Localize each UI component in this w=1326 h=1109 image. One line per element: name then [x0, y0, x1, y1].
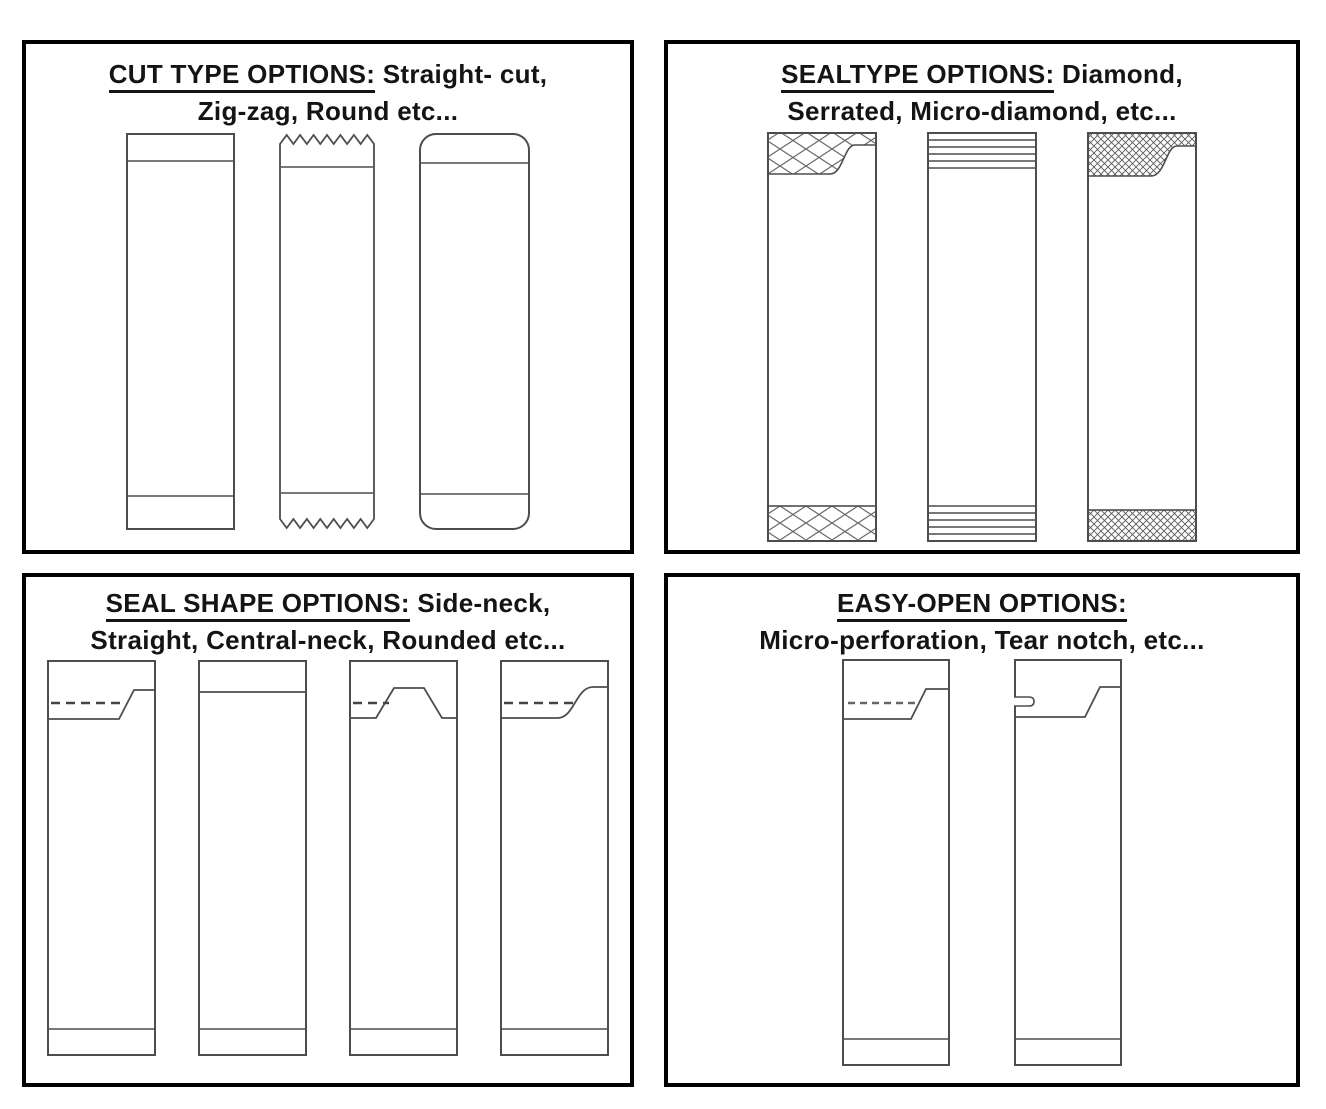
panel-seal-shape-title: SEAL SHAPE OPTIONS: Side-neck, Straight,… — [26, 577, 630, 659]
central-neck-seal-pack-illustration — [349, 660, 458, 1056]
title-underlined: CUT TYPE OPTIONS: — [108, 59, 376, 93]
title-line-2: Straight, Central-neck, Rounded etc... — [90, 625, 566, 655]
title-line-1: EASY-OPEN OPTIONS: — [668, 585, 1296, 622]
tear-notch-pack-illustration — [1014, 659, 1122, 1066]
title-rest: Diamond, — [1054, 59, 1183, 89]
micro-diamond-seal-pack-illustration — [1087, 132, 1197, 542]
micro-perforation-pack-illustration — [842, 659, 950, 1066]
seal-type-illustrations — [668, 132, 1296, 542]
panel-seal-type-options: SEALTYPE OPTIONS: Diamond, Serrated, Mic… — [664, 40, 1300, 554]
title-line-2: Micro-perforation, Tear notch, etc... — [759, 625, 1205, 655]
zig-zag-cut-pack-illustration — [279, 133, 375, 530]
title-line-2: Zig-zag, Round etc... — [197, 96, 459, 126]
straight-cut-pack-illustration — [126, 133, 235, 530]
rounded-seal-pack-illustration — [500, 660, 609, 1056]
panel-cut-type-title: CUT TYPE OPTIONS: Straight- cut, Zig-zag… — [26, 44, 630, 130]
diamond-seal-pack-illustration — [767, 132, 877, 542]
title-rest: Straight- cut, — [375, 59, 548, 89]
title-underlined: SEAL SHAPE OPTIONS: — [105, 588, 410, 622]
round-cut-pack-illustration — [419, 133, 530, 530]
title-line-1: SEALTYPE OPTIONS: Diamond, — [668, 56, 1296, 93]
panel-easy-open-options: EASY-OPEN OPTIONS: Micro-perforation, Te… — [664, 573, 1300, 1087]
title-rest: Side-neck, — [409, 588, 551, 618]
easy-open-illustrations — [668, 659, 1296, 1066]
title-underlined: SEALTYPE OPTIONS: — [781, 59, 1055, 93]
panel-cut-type-options: CUT TYPE OPTIONS: Straight- cut, Zig-zag… — [22, 40, 634, 554]
side-neck-seal-pack-illustration — [47, 660, 156, 1056]
title-line-2: Serrated, Micro-diamond, etc... — [787, 96, 1177, 126]
panel-seal-shape-options: SEAL SHAPE OPTIONS: Side-neck, Straight,… — [22, 573, 634, 1087]
panel-easy-open-title: EASY-OPEN OPTIONS: Micro-perforation, Te… — [668, 577, 1296, 659]
title-line-1: SEAL SHAPE OPTIONS: Side-neck, — [26, 585, 630, 622]
panel-seal-type-title: SEALTYPE OPTIONS: Diamond, Serrated, Mic… — [668, 44, 1296, 130]
serrated-seal-pack-illustration — [927, 132, 1037, 542]
straight-seal-pack-illustration — [198, 660, 307, 1056]
title-underlined: EASY-OPEN OPTIONS: — [836, 588, 1127, 622]
title-line-1: CUT TYPE OPTIONS: Straight- cut, — [26, 56, 630, 93]
seal-shape-illustrations — [26, 660, 630, 1056]
cut-type-illustrations — [26, 133, 630, 530]
